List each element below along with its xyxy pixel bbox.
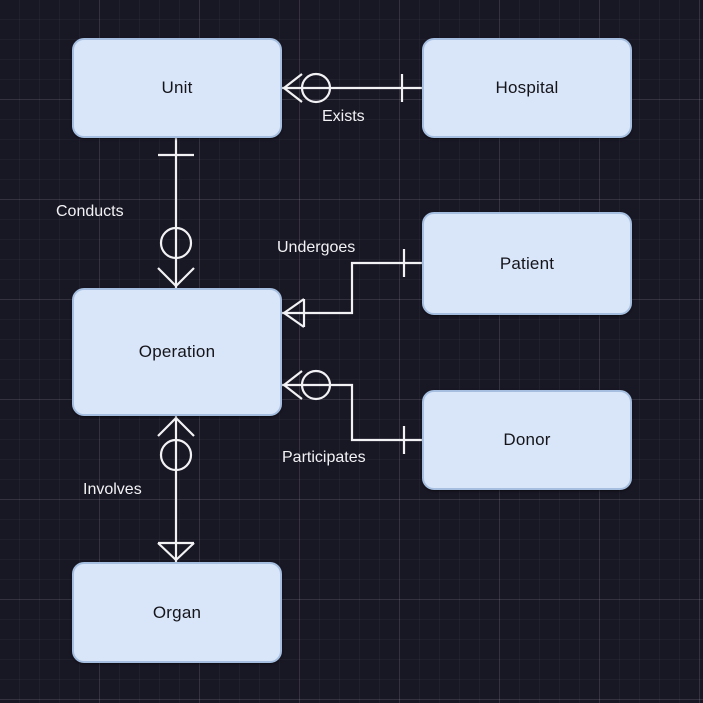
entity-label-operation: Operation (138, 342, 216, 361)
entity-patient[interactable]: Patient (422, 212, 632, 315)
cardinality-zero-or-many-unit-exists (283, 72, 332, 104)
entity-donor[interactable]: Donor (422, 390, 632, 490)
entity-label-organ: Organ (152, 602, 202, 622)
entity-unit[interactable]: Unit (72, 38, 282, 138)
entity-label-hospital: Hospital (495, 78, 559, 97)
edge-label-exists: Exists (322, 108, 365, 125)
cardinality-zero-or-many-operation-conducts (157, 226, 195, 287)
edge-label-participates: Participates (282, 449, 366, 466)
edge-undergoes[interactable] (282, 249, 422, 328)
cardinality-zero-or-many-operation-participates (283, 369, 332, 401)
edge-involves[interactable] (157, 416, 195, 562)
edge-conducts[interactable] (157, 138, 195, 288)
entity-hospital[interactable]: Hospital (422, 38, 632, 138)
entity-organ[interactable]: Organ (72, 562, 282, 663)
entity-label-donor: Donor (503, 430, 551, 449)
cardinality-one-or-many-organ-involves (157, 541, 195, 561)
edge-label-involves: Involves (83, 481, 142, 498)
entity-label-patient: Patient (499, 253, 555, 273)
entity-label-unit: Unit (161, 78, 193, 97)
edge-exists[interactable] (282, 72, 422, 104)
edge-label-conducts: Conducts (56, 203, 124, 220)
edge-participates[interactable] (282, 369, 422, 454)
cardinality-one-or-many-operation-undergoes (283, 298, 306, 328)
cardinality-zero-or-many-operation-involves (157, 417, 195, 472)
edge-label-undergoes: Undergoes (277, 239, 356, 256)
entity-operation[interactable]: Operation (72, 288, 282, 416)
